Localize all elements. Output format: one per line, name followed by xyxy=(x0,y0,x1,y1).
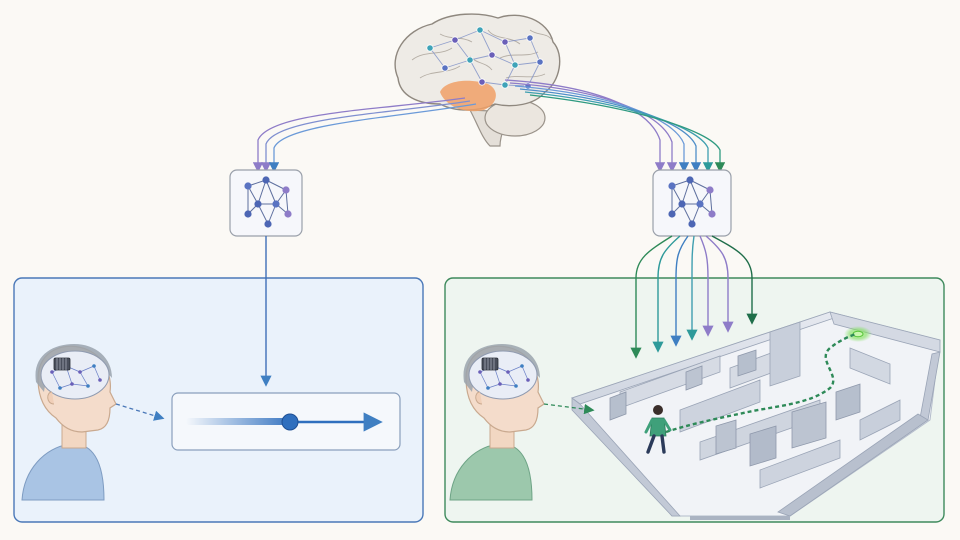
decoder-output-arrows-right xyxy=(630,235,758,359)
maze-wall xyxy=(849,347,891,385)
maze-wall xyxy=(759,439,841,489)
maze-wall xyxy=(777,413,929,517)
ear xyxy=(47,391,55,405)
right-panel xyxy=(444,277,945,523)
signal-line xyxy=(268,103,477,173)
chip-icon xyxy=(481,357,499,371)
maze-wall xyxy=(679,379,761,433)
maze xyxy=(571,311,941,520)
cursor-dot xyxy=(281,413,299,431)
decoder-left xyxy=(229,169,303,237)
ear xyxy=(475,391,483,405)
intent-arrow-left xyxy=(115,403,165,421)
cursor-trail xyxy=(186,418,286,425)
output-arrow xyxy=(711,235,758,325)
signal-line xyxy=(524,91,714,173)
brain-illustration xyxy=(394,13,561,147)
person-right xyxy=(449,344,545,501)
goal-marker-core xyxy=(852,330,864,338)
output-arrow xyxy=(705,235,734,333)
output-arrow xyxy=(630,235,673,359)
person-left xyxy=(21,344,117,501)
intent-arrow-right xyxy=(543,403,595,415)
navigation-path xyxy=(665,332,857,434)
maze-wall xyxy=(690,516,790,520)
neural-network-icon xyxy=(668,176,716,228)
output-arrow xyxy=(670,235,689,347)
signal-line xyxy=(260,100,471,173)
left-panel xyxy=(13,277,424,523)
neural-network-icon xyxy=(244,176,292,228)
signal-streams-left xyxy=(252,97,477,173)
signal-line xyxy=(529,94,726,173)
chip-icon xyxy=(53,357,71,371)
signal-streams-right xyxy=(504,79,726,173)
walking-person-icon xyxy=(644,405,672,454)
maze-wall xyxy=(769,321,801,387)
maze-wall xyxy=(859,399,901,441)
output-arrow xyxy=(686,235,698,341)
signal-line xyxy=(252,97,466,173)
brain-folds xyxy=(411,29,553,79)
maze-blocks xyxy=(609,349,861,467)
brain-network-edges xyxy=(429,29,541,87)
output-arrow xyxy=(699,235,714,337)
decoder-right xyxy=(652,169,732,237)
output-arrow xyxy=(652,235,681,353)
